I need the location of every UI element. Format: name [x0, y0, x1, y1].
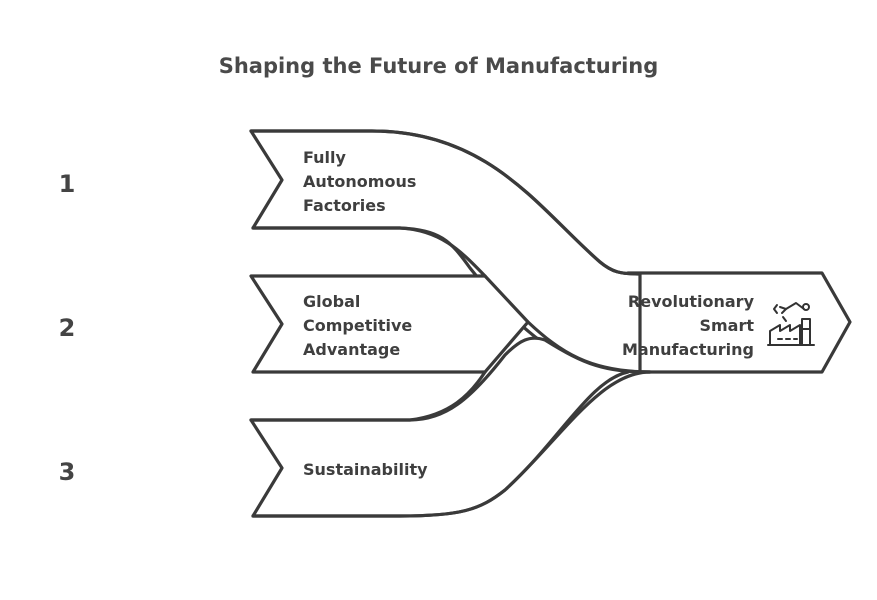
- target-label: Revolutionary Smart Manufacturing: [622, 292, 754, 359]
- step-label-1: Fully Autonomous Factories: [303, 148, 417, 215]
- smart-factory-icon: [767, 302, 815, 346]
- step-number-1: 1: [58, 170, 76, 198]
- step-number-2: 2: [58, 314, 76, 342]
- diagram-title: Shaping the Future of Manufacturing: [218, 54, 659, 78]
- step-label-2: Global Competitive Advantage: [303, 292, 413, 359]
- step-number-3: 3: [58, 458, 76, 486]
- step-label-3: Sustainability: [303, 460, 428, 479]
